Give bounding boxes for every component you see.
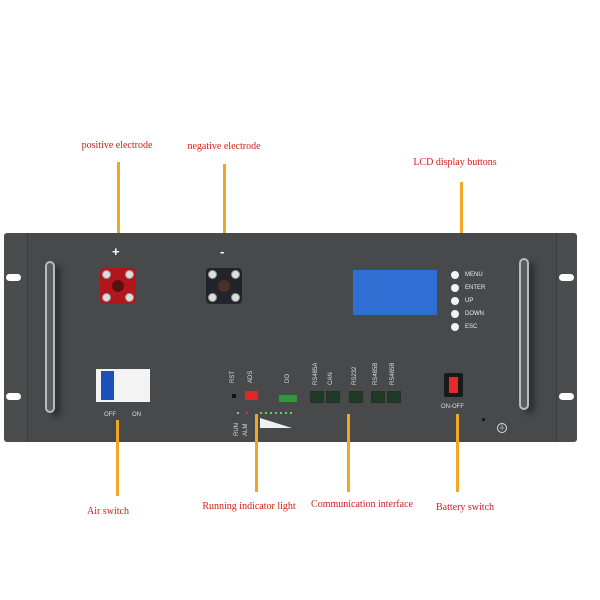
up-label: UP xyxy=(465,297,474,304)
rs485b-port-2[interactable] xyxy=(387,391,401,403)
positive-terminal xyxy=(100,268,136,304)
rs485b-port[interactable] xyxy=(371,391,385,403)
air-switch[interactable] xyxy=(96,369,150,402)
callout-negative-electrode: negative electrode xyxy=(187,141,261,152)
callout-running-indicator: Running indicator light xyxy=(202,501,296,512)
mount-slot xyxy=(559,393,574,400)
soc-indicator-wedge xyxy=(260,418,292,428)
rs232-port[interactable] xyxy=(349,391,363,403)
off-label: OFF xyxy=(104,412,116,418)
negative-terminal xyxy=(206,268,242,304)
soc-leds xyxy=(260,412,292,414)
address-dip-switch[interactable] xyxy=(245,391,258,400)
menu-button[interactable] xyxy=(451,270,459,279)
do-connector xyxy=(279,395,297,402)
battery-switch[interactable] xyxy=(444,373,463,397)
callout-battery-switch: Battery switch xyxy=(435,502,495,513)
rst-label: RST xyxy=(230,371,236,383)
on-off-label: ON-OFF xyxy=(441,404,464,410)
port-label-rs232: RS232 xyxy=(352,366,358,385)
lcd-display xyxy=(353,270,437,315)
leader-line xyxy=(116,420,119,496)
run-label: RUN xyxy=(234,423,240,436)
minus-sign: - xyxy=(220,244,225,259)
esc-label: ESC xyxy=(465,323,478,330)
can-port[interactable] xyxy=(326,391,340,403)
mount-slot xyxy=(6,274,21,281)
battery-face xyxy=(27,233,557,442)
port-label-can: CAN xyxy=(328,372,334,385)
port-label-rs485a: RS485A xyxy=(313,362,319,385)
reset-button[interactable] xyxy=(232,394,236,398)
mount-slot xyxy=(6,393,21,400)
leader-line xyxy=(255,414,258,492)
rs485a-port[interactable] xyxy=(310,391,324,403)
leader-line xyxy=(347,414,350,492)
leader-line xyxy=(117,162,120,246)
leader-line xyxy=(456,414,459,492)
screw-hole xyxy=(482,418,485,421)
callout-positive-electrode: positive electrode xyxy=(81,140,153,151)
down-label: DOWN xyxy=(465,310,484,317)
on-label: ON xyxy=(132,412,141,418)
terminal-hole xyxy=(218,280,230,292)
lcd-button-group: MENU ENTER UP DOWN ESC xyxy=(451,268,485,333)
port-label-rs485b-2: RS485B xyxy=(390,362,396,385)
callout-lcd-buttons: LCD display buttons xyxy=(413,157,497,168)
up-button[interactable] xyxy=(451,296,459,305)
ground-icon: ⏚ xyxy=(497,423,507,433)
do-label: DO xyxy=(285,374,291,383)
breaker-lever[interactable] xyxy=(101,371,114,400)
enter-label: ENTER xyxy=(465,284,486,291)
down-button[interactable] xyxy=(451,309,459,318)
alm-led xyxy=(246,412,248,414)
right-handle[interactable] xyxy=(519,258,529,410)
ads-label: ADS xyxy=(248,370,254,383)
callout-air-switch: Air switch xyxy=(87,506,129,517)
mount-slot xyxy=(559,274,574,281)
enter-button[interactable] xyxy=(451,283,459,292)
run-led xyxy=(237,412,239,414)
esc-button[interactable] xyxy=(451,322,459,331)
terminal-hole xyxy=(112,280,124,292)
rocker[interactable] xyxy=(449,377,458,393)
leader-line xyxy=(223,164,226,246)
left-handle[interactable] xyxy=(45,261,55,413)
alm-label: ALM xyxy=(243,423,249,436)
callout-communication: Communication interface xyxy=(311,499,413,510)
port-label-rs485b: RS485B xyxy=(373,362,379,385)
leader-line xyxy=(460,182,463,266)
plus-sign: + xyxy=(112,244,120,259)
menu-label: MENU xyxy=(465,271,483,278)
